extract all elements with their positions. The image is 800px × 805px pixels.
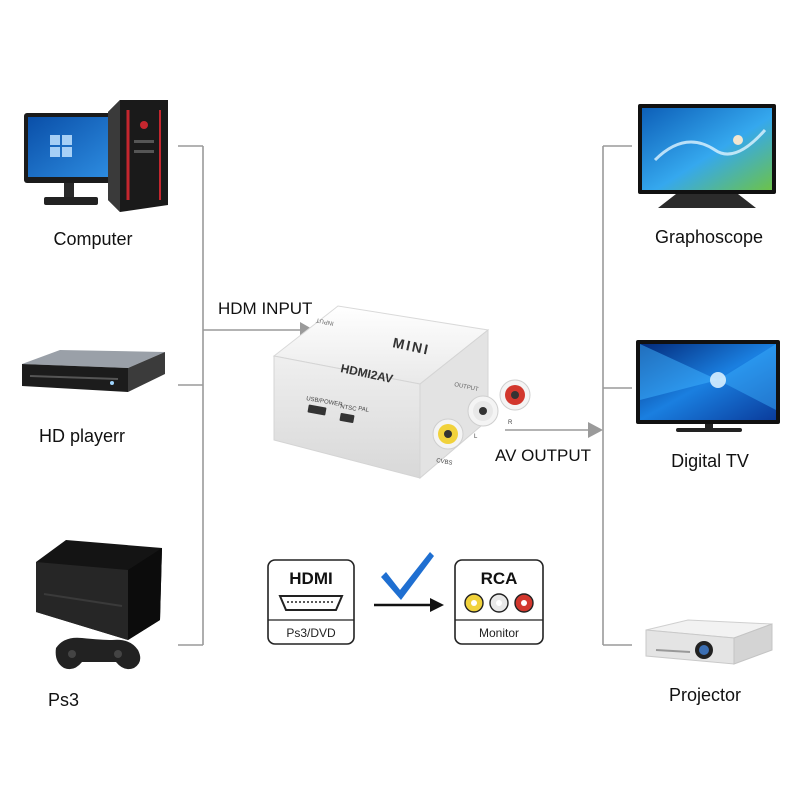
rca-legend-title: RCA (481, 569, 518, 588)
source-label-computer: Computer (53, 229, 133, 249)
arrow-right-icon (374, 598, 444, 612)
computer-icon (24, 100, 168, 212)
cvbs-label: CVBS (436, 458, 453, 467)
output-port-label: OUTPUT (454, 382, 480, 393)
hdmi-legend-title: HDMI (289, 569, 332, 588)
hdmi2av-converter: MINI HDMI2AV INPUT OUTPUT USB/POWER NTSC… (272, 305, 531, 480)
ntsc-label: NTSC (340, 404, 358, 413)
source-label-ps3: Ps3 (48, 690, 80, 710)
input-port-label: INPUT (315, 316, 334, 326)
pal-label: PAL (358, 406, 370, 414)
rca-plugs-icon (464, 593, 534, 613)
left-channel-label: L (474, 434, 478, 440)
hdmi-legend-subtitle: Ps3/DVD (286, 626, 336, 640)
checkmark-icon (381, 552, 434, 600)
rca-legend-box: RCA Monitor (454, 559, 544, 645)
right-bracket-connector (505, 145, 632, 646)
left-bracket-connector (178, 145, 300, 646)
output-label-graphoscope: Graphoscope (654, 227, 764, 247)
hdmi-port-icon (278, 595, 344, 611)
rca-jack-red (499, 379, 531, 411)
converter-brand: MINI (391, 334, 431, 357)
edge-label-hdmi-input: HDM INPUT (218, 299, 313, 318)
edge-label-av-output: AV OUTPUT (495, 446, 592, 465)
rca-jack-white (467, 395, 499, 427)
rca-jack-yellow (432, 418, 464, 450)
ps3-console-icon (36, 540, 162, 670)
output-arrow-icon (588, 422, 603, 438)
source-label-hd-player: HD playerr (38, 426, 126, 446)
output-label-digital-tv: Digital TV (671, 451, 749, 471)
digital-tv-icon (636, 340, 780, 432)
graphoscope-tv-icon (638, 104, 776, 208)
rca-legend-subtitle: Monitor (479, 626, 519, 640)
right-channel-label: R (508, 420, 513, 426)
projector-icon (645, 619, 773, 665)
output-label-projector: Projector (668, 685, 742, 705)
hdmi-legend-box: HDMI Ps3/DVD (267, 559, 355, 645)
hd-player-icon (22, 350, 165, 392)
